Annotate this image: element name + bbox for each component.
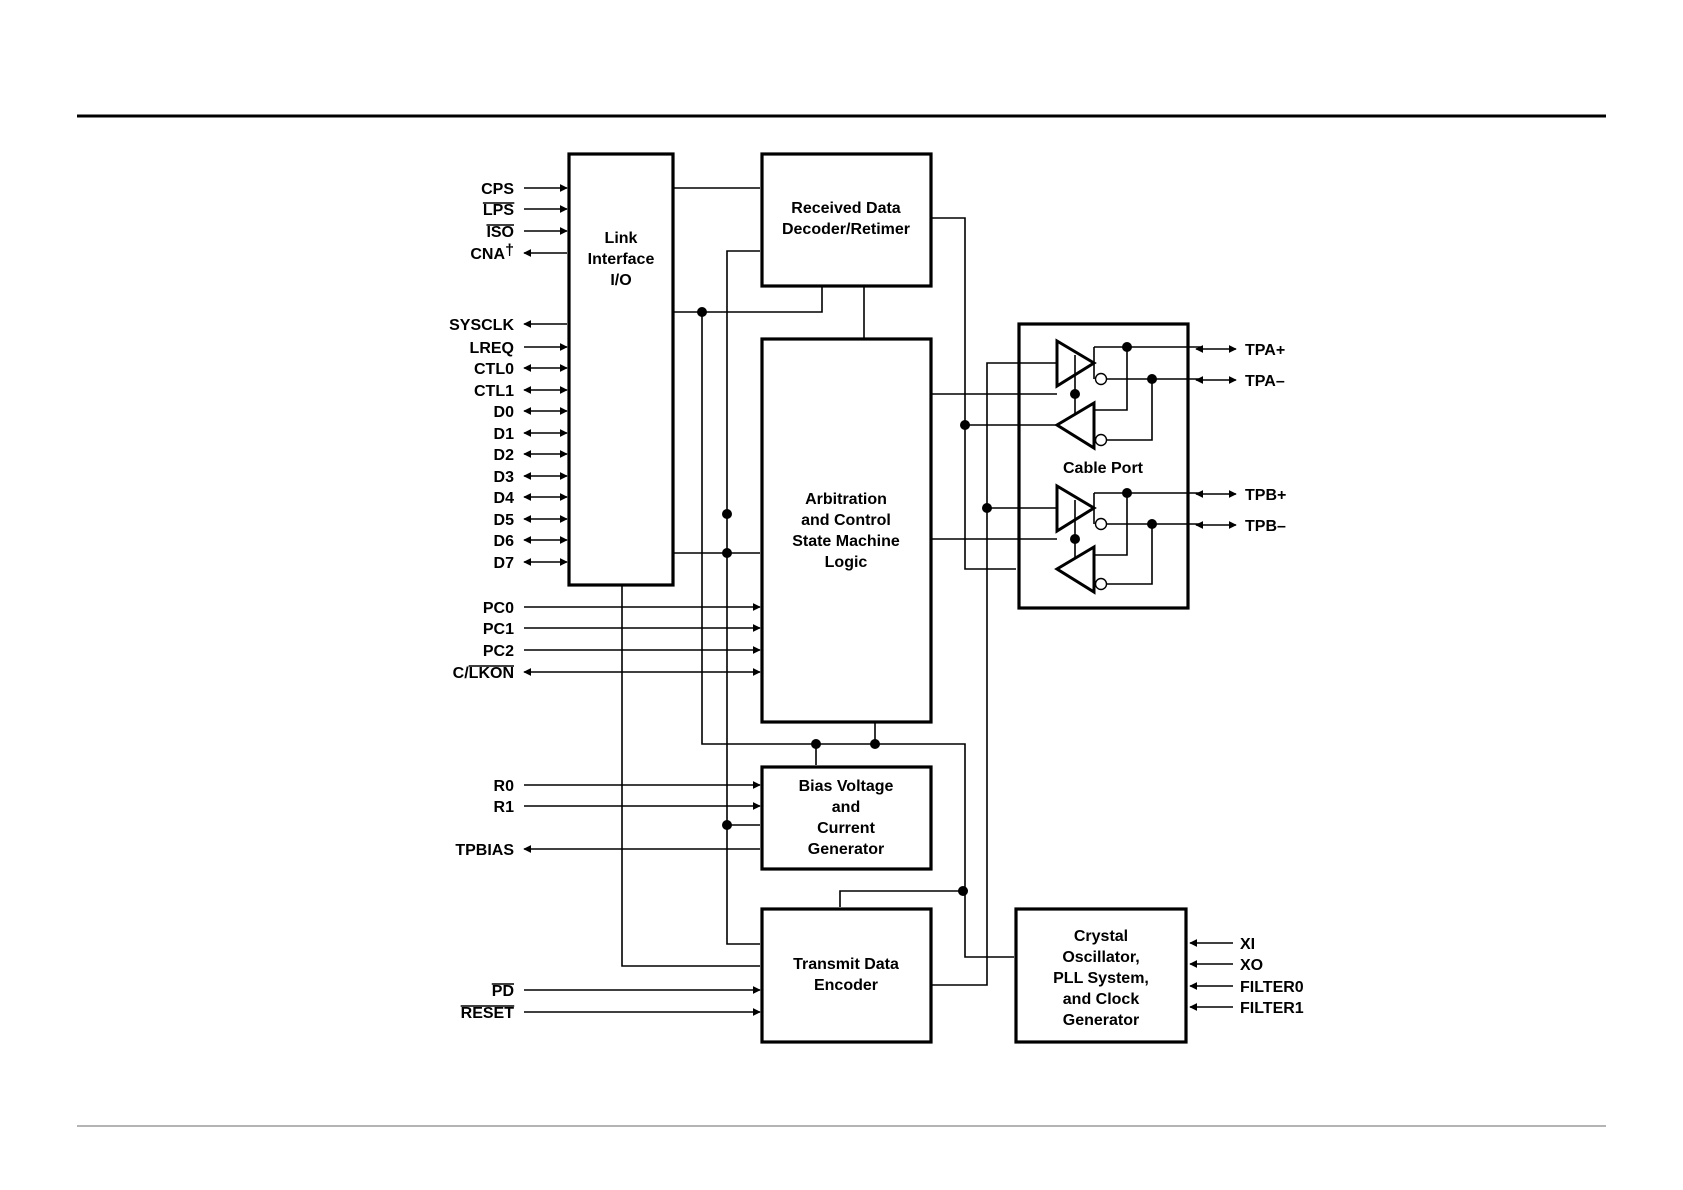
tx-label-2: Encoder (814, 977, 878, 994)
pin-ctl1: CTL1 (474, 383, 514, 400)
osc-label-2: Oscillator, (1062, 949, 1139, 966)
link-label-3: I/O (610, 272, 631, 289)
pin-cps: CPS (481, 181, 514, 198)
pin-clkon: C/LKON (453, 665, 514, 682)
pin-r0: R0 (494, 778, 515, 795)
arb-label-4: Logic (825, 554, 868, 571)
junction-dots (697, 307, 1157, 896)
link-label-2: Interface (588, 251, 655, 268)
pin-tpa-plus: TPA+ (1245, 342, 1285, 359)
pin-tpb-plus: TPB+ (1245, 487, 1286, 504)
cable-port-block (1017, 322, 1190, 610)
pin-lreq: LREQ (470, 340, 514, 357)
bias-label-1: Bias Voltage (799, 778, 894, 795)
pin-d1: D1 (494, 426, 515, 443)
pin-xi: XI (1240, 936, 1255, 953)
pin-d3: D3 (494, 469, 515, 486)
osc-label-1: Crystal (1074, 928, 1128, 945)
pin-tpb-minus: TPB– (1245, 518, 1286, 535)
cable-port-label: Cable Port (1063, 460, 1144, 477)
pin-lps: LPS (483, 202, 514, 219)
pin-pc0: PC0 (483, 600, 514, 617)
pin-filter1: FILTER1 (1240, 1000, 1304, 1017)
link-label-1: Link (605, 230, 638, 247)
pin-xo: XO (1240, 957, 1263, 974)
pin-cna-footnote-mark: † (505, 242, 514, 259)
pin-reset: RESET (461, 1005, 515, 1022)
pin-sysclk: SYSCLK (449, 317, 514, 334)
arbitration-control-block (760, 337, 933, 724)
bias-label-2: and (832, 799, 860, 816)
pin-pc1: PC1 (483, 621, 514, 638)
osc-label-3: PLL System, (1053, 970, 1149, 987)
pin-tpa-minus: TPA– (1245, 373, 1285, 390)
rx-label-1: Received Data (791, 200, 900, 217)
internal-wires (621, 187, 1057, 986)
osc-label-5: Generator (1063, 1012, 1139, 1029)
pin-tpbias: TPBIAS (455, 842, 514, 859)
bias-label-4: Generator (808, 841, 884, 858)
crystal-oscillator-block (1014, 907, 1188, 1044)
pin-d4: D4 (494, 490, 515, 507)
pin-iso: ISO (486, 224, 514, 241)
osc-label-4: and Clock (1063, 991, 1140, 1008)
received-data-decoder-block (760, 152, 933, 288)
cable-port-internals (1054, 338, 1201, 595)
arb-label-3: State Machine (792, 533, 900, 550)
arb-label-1: Arbitration (805, 491, 887, 508)
pin-d0: D0 (494, 404, 515, 421)
pin-pc2: PC2 (483, 643, 514, 660)
pin-lines (523, 184, 1237, 1016)
pin-pd: PD (492, 983, 514, 1000)
bias-label-3: Current (817, 820, 875, 837)
pin-cna: CNA (470, 246, 505, 263)
rx-label-2: Decoder/Retimer (782, 221, 910, 238)
bias-voltage-block (760, 765, 933, 871)
pin-r1: R1 (494, 799, 515, 816)
pin-d2: D2 (494, 447, 515, 464)
pin-d7: D7 (494, 555, 515, 572)
transmit-data-encoder-block (760, 907, 933, 1044)
pin-d6: D6 (494, 533, 515, 550)
link-interface-block (567, 152, 675, 587)
tx-label-1: Transmit Data (793, 956, 899, 973)
pin-filter0: FILTER0 (1240, 979, 1304, 996)
pin-ctl0: CTL0 (474, 361, 514, 378)
arb-label-2: and Control (801, 512, 891, 529)
pin-d5: D5 (494, 512, 515, 529)
